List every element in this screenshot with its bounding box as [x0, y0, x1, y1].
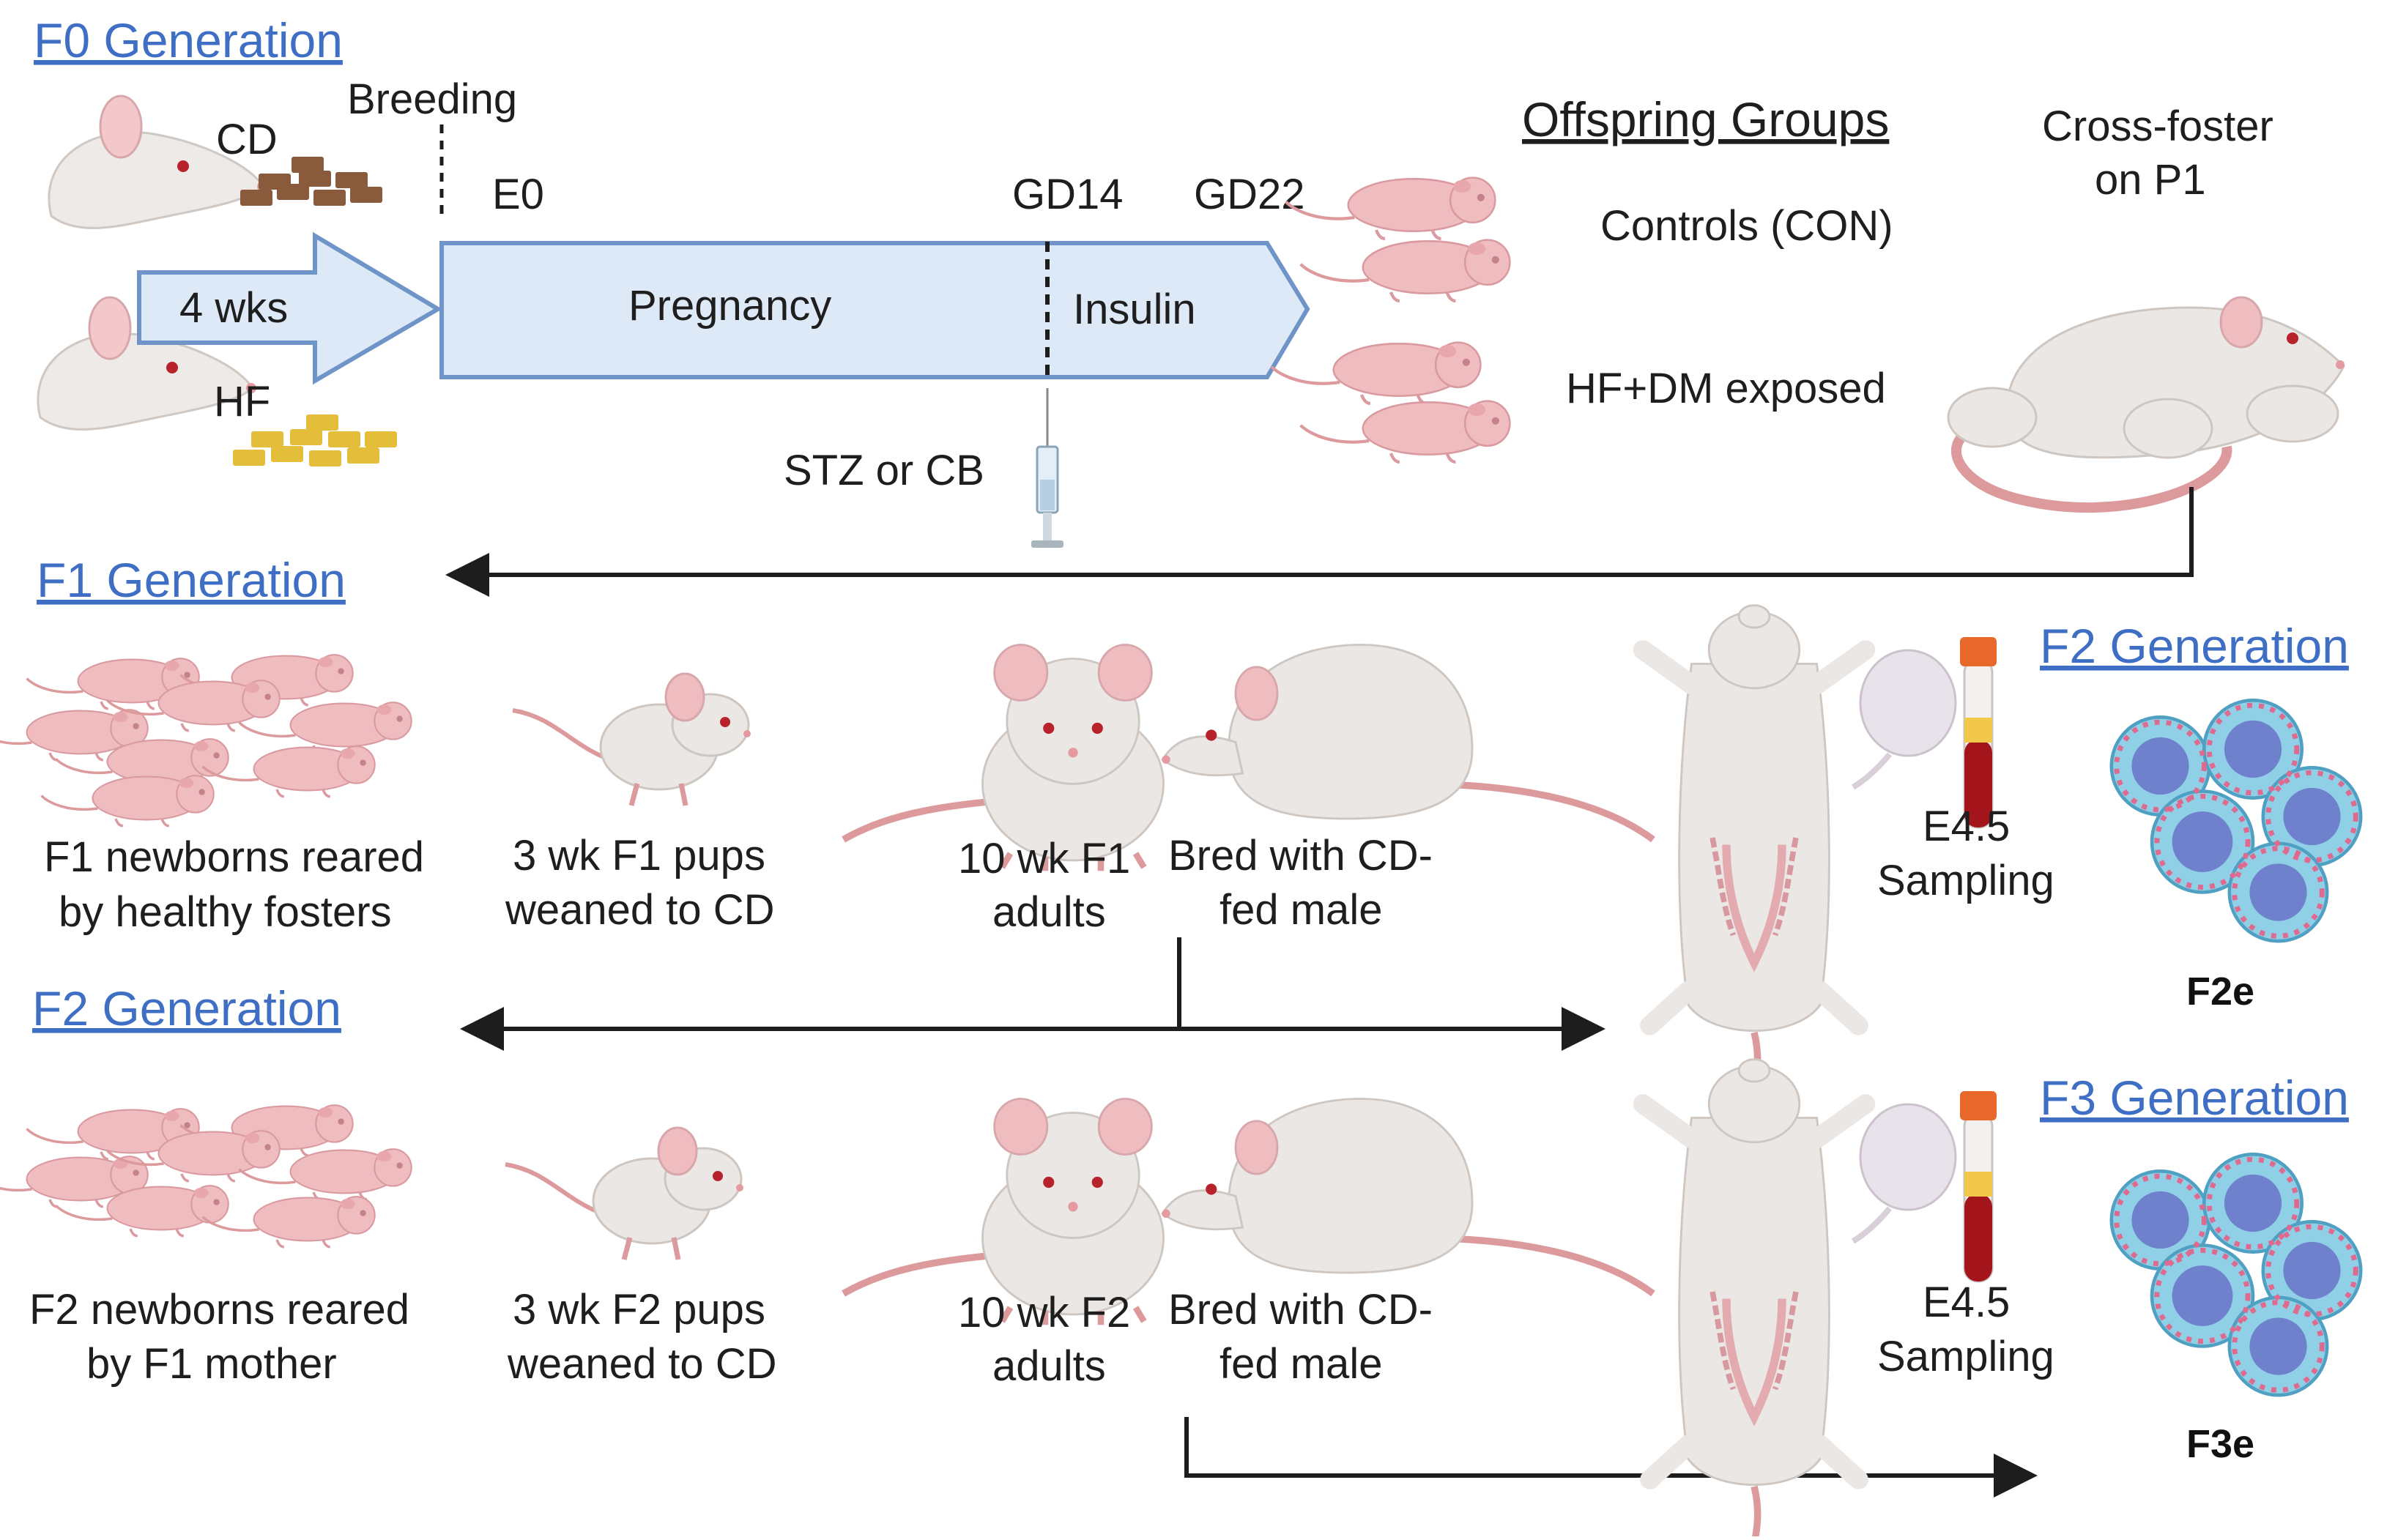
f2-pups-label-line2: weaned to CD [507, 1340, 777, 1388]
f2-adults-label-line2: adults [992, 1342, 1106, 1390]
f1-adults-label-line1: 10 wk F1 [958, 835, 1130, 882]
f3e-label: F3e [2186, 1422, 2254, 1466]
breeding-label: Breeding [347, 75, 517, 123]
pregnancy-arrow [439, 241, 1310, 379]
newborn-pup-icon [1272, 343, 1481, 403]
adult-mouse-icon [1162, 1099, 1653, 1294]
f1-newborn-label-line1: F1 newborns reared [44, 833, 424, 881]
blood-tube-icon [1853, 1091, 1997, 1282]
f2-sampling-label-line2: Sampling [1877, 857, 2054, 904]
f1-pups-label-line2: weaned to CD [505, 886, 775, 934]
blood-tube-icon [1853, 637, 1997, 827]
f2-sampling-label-line1: E4.5 [1923, 803, 2010, 850]
gd22-label: GD22 [1194, 171, 1305, 218]
f1-bred-label-line2: fed male [1220, 886, 1382, 934]
f1-bred-label-line1: Bred with CD- [1168, 832, 1433, 879]
weeks-label: 4 wks [179, 284, 288, 332]
f1-generation-header: F1 Generation [37, 553, 346, 607]
f2-right-generation-header: F2 Generation [2040, 619, 2349, 673]
newborn-pup-icon [1301, 401, 1510, 462]
f2-adults-label-line1: 10 wk F2 [958, 1289, 1130, 1336]
pregnancy-label: Pregnancy [628, 282, 831, 330]
f2e-label: F2e [2186, 970, 2254, 1013]
injection-label: STZ or CB [784, 447, 984, 494]
gd14-label: GD14 [1012, 171, 1124, 218]
young-mouse-icon [513, 674, 751, 806]
f2-bred-label-line1: Bred with CD- [1168, 1286, 1433, 1333]
newborn-pup-icon [0, 653, 413, 827]
f3-right-generation-header: F3 Generation [2040, 1071, 2349, 1125]
f1-newborn-label-line2: by healthy fosters [59, 888, 392, 936]
newborn-pup-icon [1301, 240, 1510, 301]
f1-adults-label-line2: adults [992, 888, 1106, 936]
f3-sampling-label-line2: Sampling [1877, 1333, 2054, 1380]
f0-generation-header: F0 Generation [34, 13, 343, 67]
f3-sampling-label-line1: E4.5 [1923, 1279, 2010, 1326]
e0-label: E0 [492, 171, 544, 218]
young-mouse-icon [505, 1128, 743, 1260]
adult-mouse-icon [1162, 645, 1653, 840]
dissected-mouse-icon [1643, 1060, 1866, 1536]
f1-pups-label-line1: 3 wk F1 pups [513, 832, 765, 879]
diet-cd-label: CD [216, 116, 278, 163]
diet-hf-label: HF [214, 378, 270, 425]
controls-group-label: Controls (CON) [1600, 202, 1893, 250]
syringe-icon [1031, 388, 1063, 548]
offspring-groups-title: Offspring Groups [1522, 92, 1889, 146]
cross-foster-arrow [445, 487, 2194, 597]
insulin-label: Insulin [1073, 286, 1196, 333]
embryo-cluster-icon [2112, 1154, 2361, 1395]
cross-foster-label-line2: on P1 [2095, 156, 2206, 204]
f2-bred-label-line2: fed male [1220, 1340, 1382, 1388]
newborn-pup-icon [1286, 178, 1496, 239]
f2-newborn-label-line2: by F1 mother [86, 1340, 337, 1388]
cross-foster-label-line1: Cross-foster [2042, 103, 2273, 150]
f2-pups-label-line1: 3 wk F2 pups [513, 1286, 765, 1333]
embryo-cluster-icon [2112, 700, 2361, 941]
chow-pellets-icon [240, 157, 382, 206]
nursing-rat-icon [1947, 296, 2345, 513]
newborn-pup-icon [0, 1104, 413, 1249]
f2-generation-header: F2 Generation [32, 981, 341, 1035]
to-f3e-arrow [1184, 1417, 2038, 1498]
f2-newborn-label-line1: F2 newborns reared [29, 1286, 409, 1333]
four-weeks-arrow [137, 231, 442, 385]
hfdm-group-label: HF+DM exposed [1566, 365, 1886, 412]
